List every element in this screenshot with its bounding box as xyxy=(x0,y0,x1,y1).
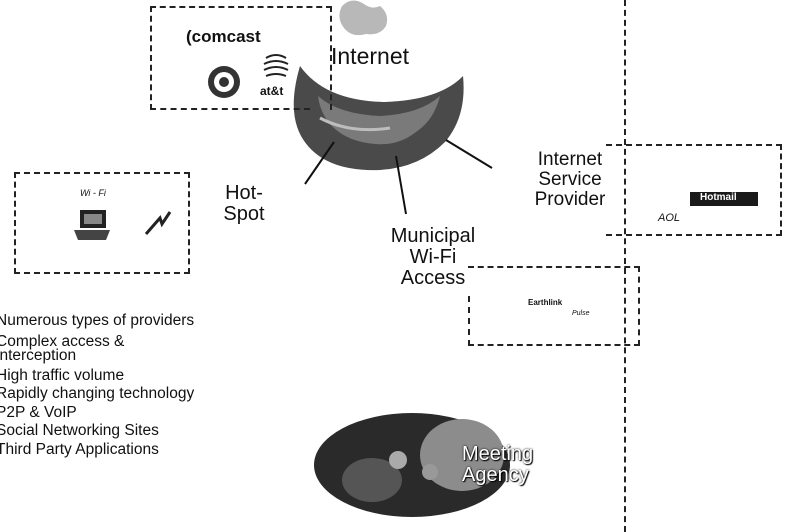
att-globe-logo xyxy=(263,54,289,77)
starbucks-logo xyxy=(208,66,240,98)
isp-label-line1: Internet xyxy=(537,149,603,170)
agency-meeting-photo xyxy=(314,413,510,517)
isp-badge xyxy=(690,192,758,206)
internet-label: Internet xyxy=(331,43,409,69)
list-item: Rapidly changing technology xyxy=(0,385,195,402)
list-item: Numerous types of providers xyxy=(0,312,195,329)
hotspot-label-line2: Spot xyxy=(223,203,265,225)
isp-badge-text: Hotmail xyxy=(700,192,737,203)
municipal-label-line3: Access xyxy=(400,267,466,289)
hotspot-label: Hot- Spot xyxy=(214,183,274,225)
list-item: High traffic volume xyxy=(0,366,125,384)
divider-line xyxy=(624,0,626,532)
municipal-label-line1: Municipal xyxy=(390,225,476,247)
comcast-logo: (comcast xyxy=(186,27,261,46)
cable-provider-box-bottom xyxy=(150,108,310,110)
laptop-icon xyxy=(74,210,110,240)
isp-box xyxy=(606,144,782,236)
hotspot-box xyxy=(14,172,190,274)
hotspot-label-line1: Hot- xyxy=(225,182,263,204)
isp-label-line2: Service xyxy=(538,168,602,190)
municipal-label-line2: Wi-Fi xyxy=(409,246,457,268)
list-item: Social Networking Sites xyxy=(0,422,159,439)
agency-text: Meeting Agency xyxy=(462,444,533,486)
isp-label-line3: Provider xyxy=(534,188,606,210)
challenges-list: Numerous types of providers Complex acce… xyxy=(0,312,194,459)
municipal-label: Municipal Wi-Fi Access xyxy=(378,226,488,289)
municipal-provider-box-left xyxy=(468,296,470,346)
agency-text-line1: Meeting xyxy=(462,443,534,465)
list-item: interception xyxy=(0,346,77,364)
agency-text-line2: Agency xyxy=(462,464,529,486)
isp-small-logo: AOL xyxy=(658,212,681,224)
isp-label: Internet Service Provider xyxy=(520,150,620,210)
municipal-provider-box xyxy=(468,266,640,346)
list-item: Complex access & xyxy=(0,332,125,350)
antenna-icon xyxy=(144,211,172,235)
att-logo: at&t xyxy=(260,84,284,98)
list-item: P2P & VoIP xyxy=(0,403,77,421)
list-item: Third Party Applications xyxy=(0,440,159,458)
earthlink-logo: Earthlink xyxy=(528,298,563,307)
earthlink-sub: Pulse xyxy=(572,310,590,317)
wifi-logo: Wi - Fi xyxy=(80,188,106,198)
cable-provider-box xyxy=(150,6,332,110)
